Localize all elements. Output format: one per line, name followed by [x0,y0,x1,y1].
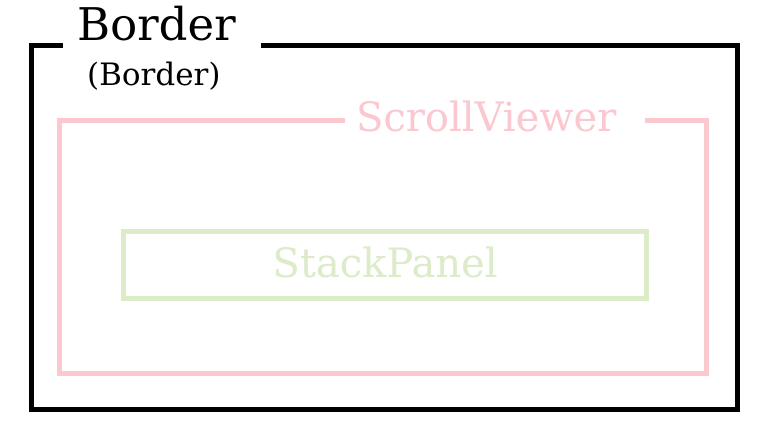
border-edge-top-left-stub [29,43,63,48]
scrollviewer-edge-top-left-stub [57,118,345,123]
border-title-label: Border [77,0,236,51]
border-edge-bottom [29,407,740,412]
scrollviewer-edge-bottom [57,371,709,376]
scrollviewer-container [57,118,709,376]
border-edge-left [29,43,34,412]
stackpanel-container: StackPanel [121,229,649,301]
stackpanel-title-label: StackPanel [272,241,498,287]
border-edge-top-right-stub [261,43,735,48]
scrollviewer-edge-top-right-stub [645,118,709,123]
border-container [29,43,740,412]
scrollviewer-title-label: ScrollViewer [356,95,617,141]
border-edge-right [735,43,740,412]
scrollviewer-edge-right [704,118,709,376]
border-subtitle-label: (Border) [87,57,221,93]
scrollviewer-edge-left [57,118,62,376]
